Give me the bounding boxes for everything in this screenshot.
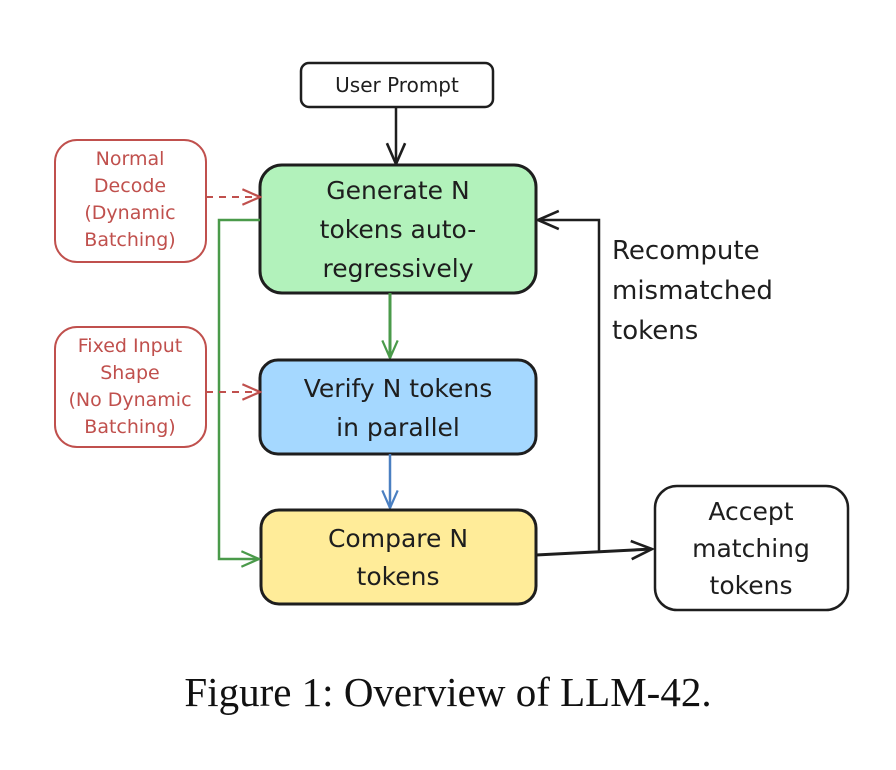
normal-decode-line-2: Decode: [94, 175, 166, 197]
recompute-label: Recompute mismatched tokens: [612, 236, 773, 346]
edge-generate-to-compare: [217, 218, 260, 559]
edge-recompute-to-generate: [538, 220, 601, 553]
fixed-shape-line-1: Fixed Input: [78, 335, 182, 357]
generate-line-2: tokens auto-: [320, 215, 477, 244]
fixed-shape-line-2: Shape: [100, 362, 160, 384]
verify-line-2: in parallel: [336, 413, 460, 442]
accept-line-3: tokens: [710, 571, 793, 600]
verify-line-1: Verify N tokens: [304, 374, 492, 403]
user-prompt-node: User Prompt: [299, 61, 495, 109]
recompute-line-2: mismatched: [612, 276, 773, 306]
recompute-line-1: Recompute: [612, 236, 760, 266]
edge-compare-to-accept: [535, 549, 652, 555]
fixed-shape-node: Fixed Input Shape (No Dynamic Batching): [54, 326, 207, 448]
accept-line-2: matching: [692, 534, 810, 563]
accept-node: Accept matching tokens: [653, 484, 850, 612]
normal-decode-node: Normal Decode (Dynamic Batching): [54, 139, 207, 263]
compare-line-2: tokens: [357, 562, 440, 591]
recompute-line-3: tokens: [612, 316, 698, 346]
user-prompt-label: User Prompt: [335, 73, 459, 97]
normal-decode-line-1: Normal: [96, 148, 165, 170]
normal-decode-line-4: Batching): [84, 229, 175, 251]
compare-node: Compare N tokens: [259, 508, 538, 606]
normal-decode-line-3: (Dynamic: [84, 202, 175, 224]
compare-line-1: Compare N: [328, 524, 468, 553]
accept-line-1: Accept: [708, 497, 793, 526]
verify-node: Verify N tokens in parallel: [258, 358, 538, 456]
generate-node: Generate N tokens auto- regressively: [258, 163, 538, 295]
fixed-shape-line-4: Batching): [84, 416, 175, 438]
figure-caption: Figure 1: Overview of LLM-42.: [184, 669, 712, 715]
generate-line-1: Generate N: [326, 176, 469, 205]
generate-line-3: regressively: [322, 254, 473, 283]
fixed-shape-line-3: (No Dynamic: [68, 389, 191, 411]
